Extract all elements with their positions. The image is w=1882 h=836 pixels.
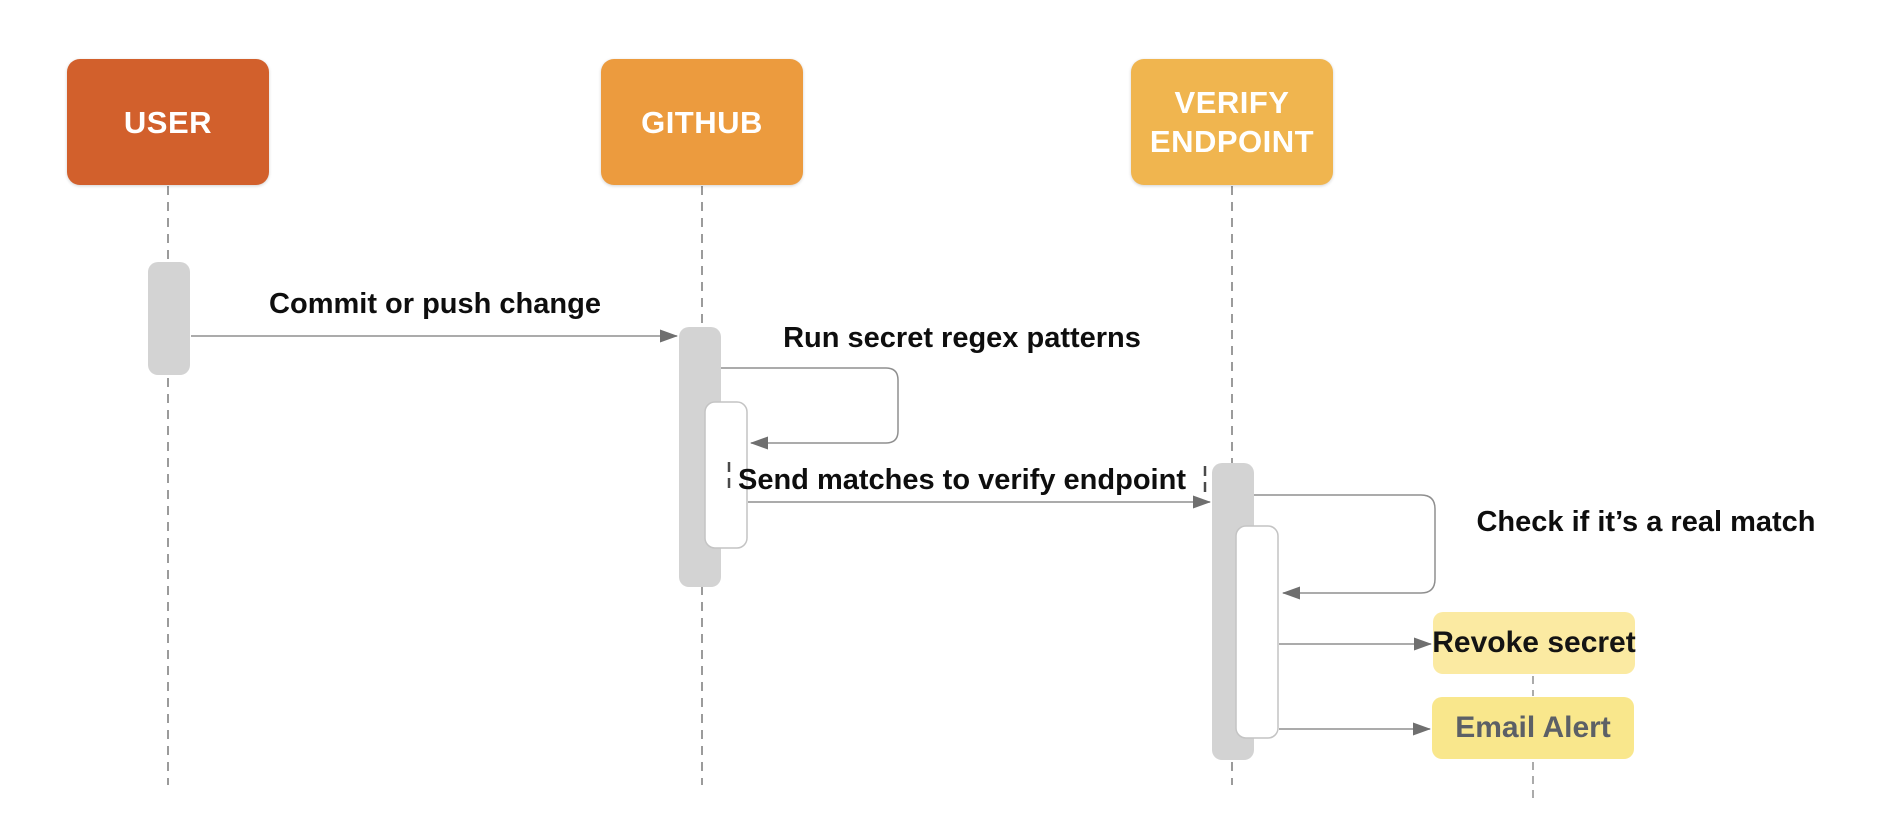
- activation-bar-github: [679, 327, 721, 587]
- note-label-email-alert: Email Alert: [1455, 711, 1611, 744]
- actor-box-verify-endpoint: VERIFY ENDPOINT: [1131, 59, 1333, 185]
- note-email-alert: Email Alert: [1432, 697, 1634, 759]
- nested-activation-verify: [1235, 525, 1279, 739]
- actor-label-verify-endpoint: VERIFY ENDPOINT: [1149, 85, 1315, 159]
- self-loop-run: [721, 367, 899, 450]
- activation-bar-user: [148, 262, 190, 375]
- message-label-send-matches: Send matches to verify endpoint: [738, 464, 1186, 496]
- actor-box-github: GITHUB: [601, 59, 803, 185]
- message-label-commit: Commit or push change: [269, 288, 601, 320]
- self-loop-check: [1254, 494, 1436, 600]
- message-label-run-regex: Run secret regex patterns: [783, 322, 1141, 354]
- activation-bar-verify: [1212, 463, 1254, 760]
- actor-label-github: GITHUB: [641, 104, 763, 140]
- note-revoke-secret: Revoke secret: [1432, 612, 1636, 674]
- actor-label-user: USER: [123, 104, 213, 140]
- actor-box-user: USER: [67, 59, 269, 185]
- message-label-check-match: Check if it’s a real match: [1476, 506, 1816, 538]
- note-label-revoke-secret: Revoke secret: [1432, 626, 1636, 659]
